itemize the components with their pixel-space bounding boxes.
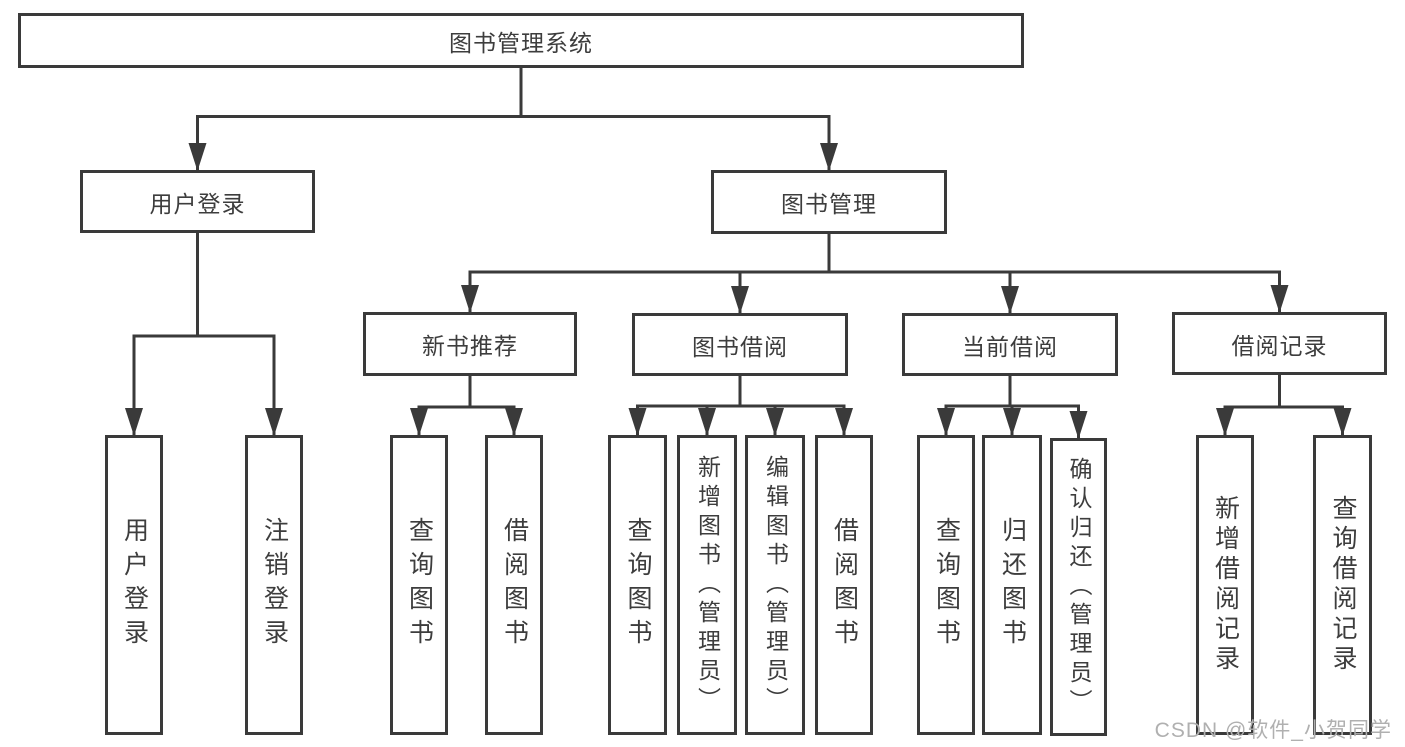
leaf-newbooks-query-books: 查询图书 — [390, 435, 448, 735]
node-book-management: 图书管理 — [711, 170, 947, 234]
node-borrow-records: 借阅记录 — [1172, 312, 1387, 375]
leaf-logout-login-label: 注销登录 — [260, 517, 289, 653]
node-new-book-recommend: 新书推荐 — [363, 312, 577, 376]
node-borrow-records-label: 借阅记录 — [1231, 332, 1328, 359]
leaf-borrow-borrow-books: 借阅图书 — [815, 435, 873, 735]
leaf-records-query-record: 查询借阅记录 — [1313, 435, 1372, 735]
node-book-borrow: 图书借阅 — [632, 313, 848, 376]
leaf-borrow-add-books-admin-label: 新增图书（管理员） — [694, 454, 721, 716]
connector-new-books — [410, 376, 523, 436]
node-user-login: 用户登录 — [80, 170, 315, 233]
leaf-logout-login: 注销登录 — [245, 435, 303, 735]
connector-root — [188, 68, 838, 171]
node-current-borrow: 当前借阅 — [902, 313, 1118, 376]
node-book-management-label: 图书管理 — [781, 191, 877, 217]
leaf-borrow-edit-books-admin: 编辑图书（管理员） — [745, 435, 805, 735]
watermark: CSDN @软件_小贺同学 — [1154, 719, 1392, 742]
leaf-current-query-books-label: 查询图书 — [932, 517, 961, 653]
leaf-borrow-query-books-label: 查询图书 — [624, 517, 652, 653]
leaf-records-query-record-label: 查询借阅记录 — [1329, 495, 1357, 675]
leaf-borrow-edit-books-admin-label: 编辑图书（管理员） — [762, 454, 789, 716]
connector-borrow-records — [1216, 375, 1352, 436]
leaf-user-login-label: 用户登录 — [120, 517, 149, 653]
connector-user-login — [125, 233, 283, 436]
connector-book-mgmt — [461, 234, 1289, 314]
leaf-records-add-record-label: 新增借阅记录 — [1211, 495, 1240, 675]
leaf-current-return-books: 归还图书 — [982, 435, 1042, 735]
node-root: 图书管理系统 — [18, 13, 1024, 68]
connector-book-borrow — [628, 376, 853, 436]
leaf-newbooks-query-books-label: 查询图书 — [405, 517, 434, 653]
node-root-label: 图书管理系统 — [449, 29, 593, 56]
leaf-borrow-add-books-admin: 新增图书（管理员） — [677, 435, 737, 735]
node-user-login-label: 用户登录 — [149, 190, 246, 217]
leaf-current-confirm-return-admin-label: 确认归还（管理员） — [1066, 456, 1092, 718]
leaf-user-login: 用户登录 — [105, 435, 163, 735]
leaf-borrow-borrow-books-label: 借阅图书 — [830, 517, 859, 653]
leaf-current-query-books: 查询图书 — [917, 435, 975, 735]
node-book-borrow-label: 图书借阅 — [692, 333, 788, 360]
connector-current-borrow — [937, 376, 1088, 439]
leaf-newbooks-borrow-books: 借阅图书 — [485, 435, 543, 735]
node-current-borrow-label: 当前借阅 — [962, 333, 1058, 360]
leaf-current-return-books-label: 归还图书 — [998, 517, 1027, 653]
leaf-newbooks-borrow-books-label: 借阅图书 — [500, 517, 529, 653]
leaf-borrow-query-books: 查询图书 — [608, 435, 667, 735]
node-new-book-recommend-label: 新书推荐 — [422, 333, 518, 359]
leaf-current-confirm-return-admin: 确认归还（管理员） — [1050, 438, 1107, 736]
leaf-records-add-record: 新增借阅记录 — [1196, 435, 1254, 735]
